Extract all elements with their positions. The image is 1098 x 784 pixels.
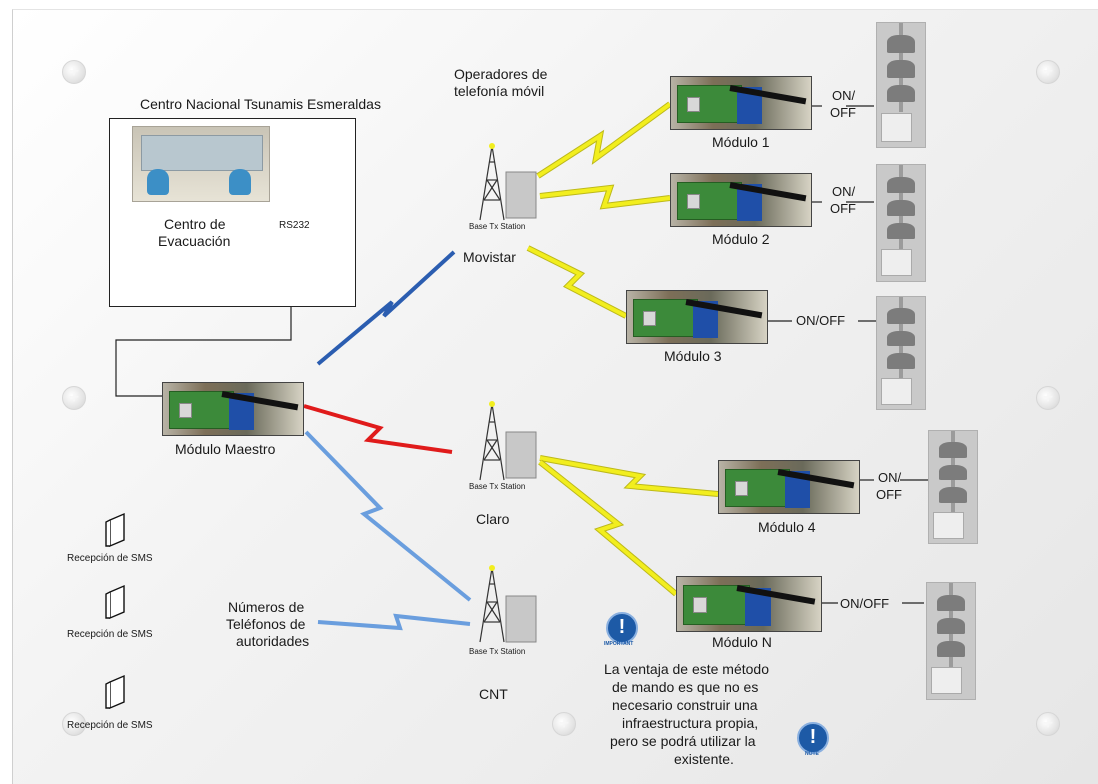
module-4-label: Módulo 4 [758, 519, 816, 535]
control-room-image [132, 126, 270, 202]
siren-icon-5 [926, 582, 976, 700]
siren-icon-2 [876, 164, 926, 282]
module-3-label: Módulo 3 [664, 348, 722, 364]
note-caption: NOTE [805, 751, 819, 757]
note-line-3: necesario construir una [612, 697, 758, 713]
module-3-switch: ON/OFF [796, 313, 846, 328]
sms-label-3: Recepción de SMS [67, 720, 153, 731]
screw-icon: + [62, 60, 86, 84]
important-caption: IMPORTANT [604, 641, 634, 647]
module-2-switch-line1: ON/ [832, 184, 856, 199]
module-n-switch: ON/OFF [840, 596, 890, 611]
room-label-line2: Evacuación [158, 233, 231, 249]
important-icon [606, 612, 638, 644]
module-3-image [626, 290, 768, 344]
module-2-image [670, 173, 812, 227]
module-1-switch-line1: ON/ [832, 88, 856, 103]
authorities-line2: Teléfonos de [226, 616, 306, 632]
station-name-claro: Claro [476, 511, 510, 527]
center-title: Centro Nacional Tsunamis Esmeraldas [140, 96, 381, 112]
note-line-2: de mando es que no es [612, 679, 759, 695]
note-line-6: existente. [674, 751, 734, 767]
authorities-line1: Números de [228, 599, 305, 615]
operators-title-line2: telefonía móvil [454, 83, 545, 99]
module-4-image [718, 460, 860, 514]
station-cabinet-movistar [505, 171, 537, 219]
link-movistar-module2-fill [539, 185, 671, 209]
room-label-line1: Centro de [164, 216, 226, 232]
station-name-cnt: CNT [479, 686, 508, 702]
authorities-line3: autoridades [236, 633, 310, 649]
siren-icon-3 [876, 296, 926, 410]
station-cabinet-claro [505, 431, 537, 479]
siren-icon-4 [928, 430, 978, 544]
phone-icon [105, 512, 125, 710]
rs232-label: RS232 [279, 220, 310, 231]
note-line-5: pero se podrá utilizar la [610, 733, 756, 749]
screw-icon: + [62, 386, 86, 410]
link-movistar-module3-fill [527, 246, 627, 318]
master-module-label: Módulo Maestro [175, 441, 276, 457]
link-claro-module4-fill [539, 456, 719, 496]
module-1-switch-line2: OFF [830, 105, 856, 120]
note-line-1: La ventaja de este método [604, 661, 770, 677]
link-authorities-cnt [317, 613, 471, 631]
note-icon [797, 722, 829, 754]
tower-icon-claro [479, 403, 505, 481]
screw-icon: + [552, 712, 576, 736]
link-master-claro [303, 404, 453, 454]
station-caption-claro: Base Tx Station [469, 482, 526, 491]
station-cabinet-cnt [505, 595, 537, 643]
station-caption-cnt: Base Tx Station [469, 647, 526, 656]
module-n-image [676, 576, 822, 632]
sms-label-1: Recepción de SMS [67, 553, 153, 564]
module-2-label: Módulo 2 [712, 231, 770, 247]
module-1-image [670, 76, 812, 130]
tower-icon-movistar [479, 145, 505, 221]
station-name-movistar: Movistar [463, 249, 516, 265]
link-master-cnt [304, 430, 472, 602]
sms-label-2: Recepción de SMS [67, 629, 153, 640]
module-n-label: Módulo N [712, 634, 772, 650]
screw-icon: + [1036, 60, 1060, 84]
module-2-switch-line2: OFF [830, 201, 856, 216]
siren-icon-1 [876, 22, 926, 148]
station-caption-movistar: Base Tx Station [469, 222, 526, 231]
note-line-4: infraestructura propia, [622, 715, 759, 731]
screw-icon: + [1036, 386, 1060, 410]
module-4-switch-line2: OFF [876, 487, 902, 502]
link-claro-moduleN-fill [538, 460, 678, 596]
link-movistar-module1-fill [536, 102, 672, 178]
link-master-movistar [316, 250, 456, 366]
link-movistar-module3 [526, 245, 628, 319]
module-1-label: Módulo 1 [712, 134, 770, 150]
operators-title-line1: Operadores de [454, 66, 548, 82]
master-module-image [162, 382, 304, 436]
screw-icon: + [1036, 712, 1060, 736]
module-4-switch-line1: ON/ [878, 470, 902, 485]
tower-icon-cnt [479, 567, 505, 643]
screw-icon: + [62, 712, 86, 736]
